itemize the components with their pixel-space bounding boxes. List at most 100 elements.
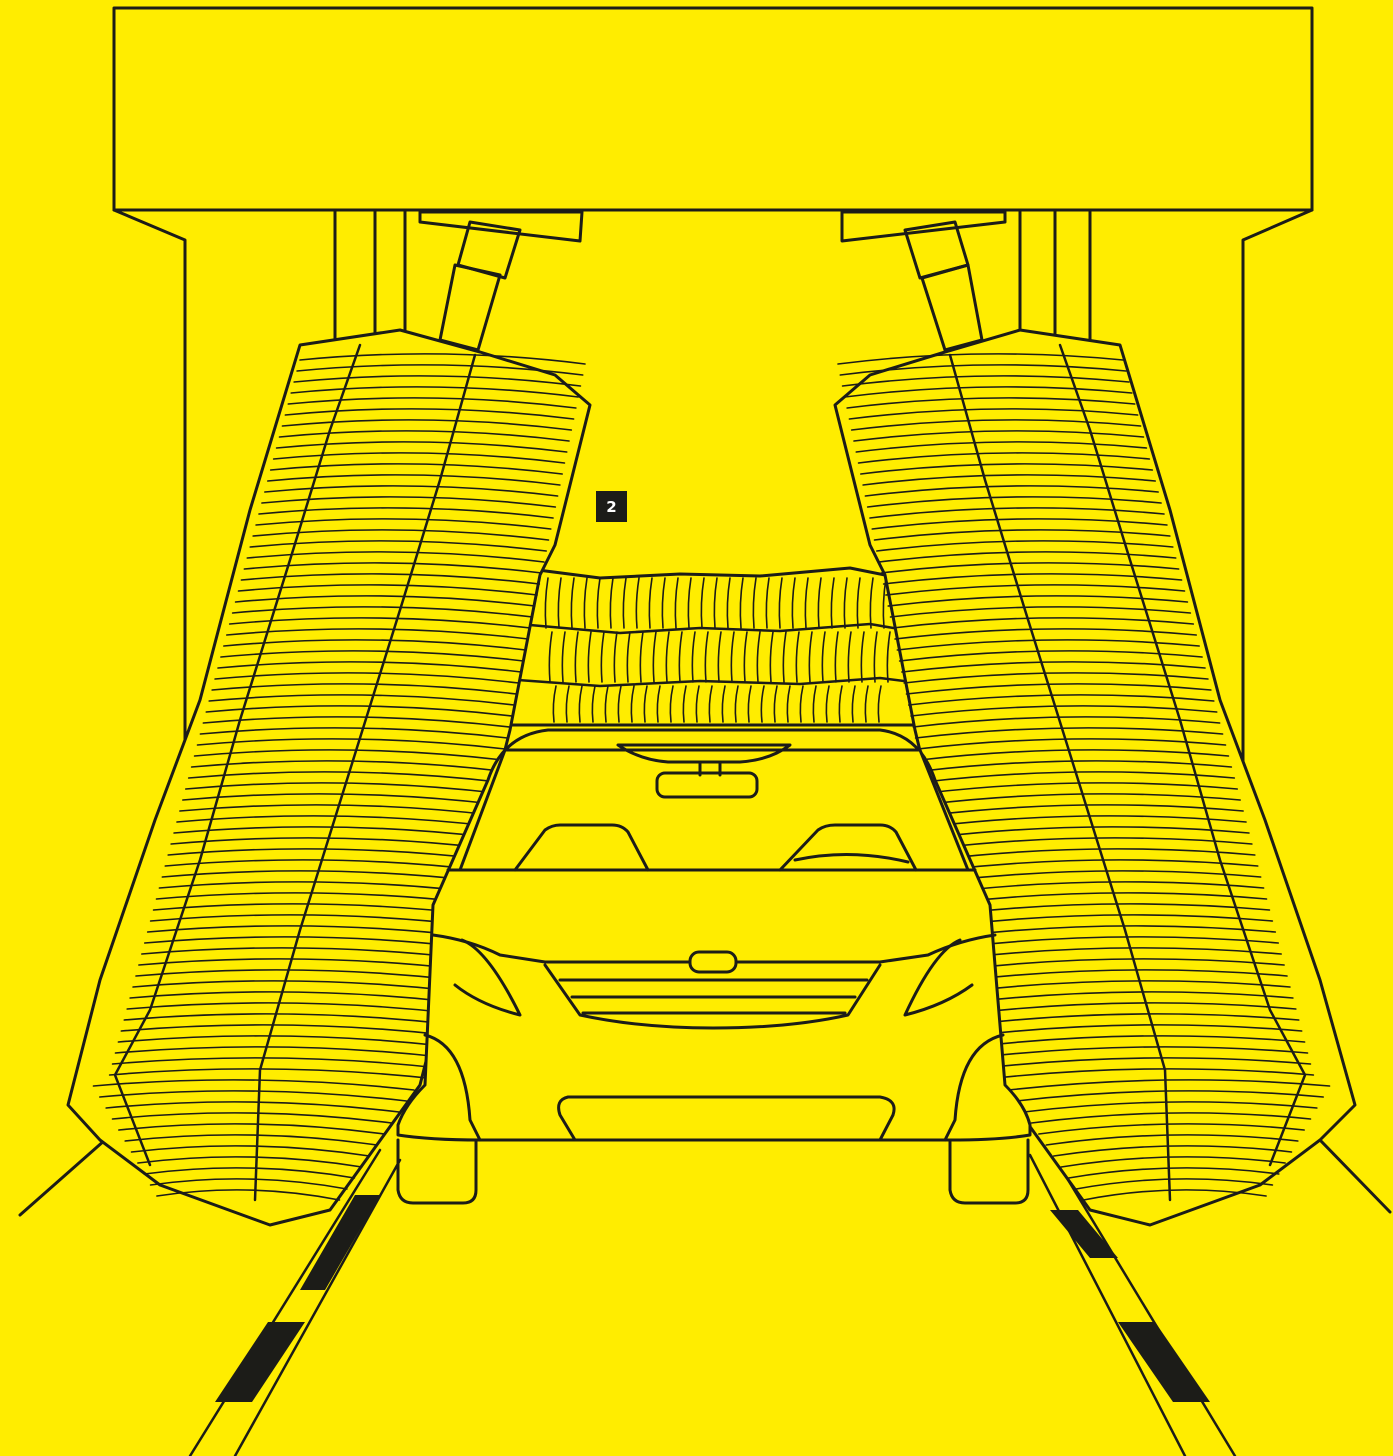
brush-fiber	[161, 870, 479, 882]
brush-fiber	[873, 529, 1171, 541]
brush-fiber	[278, 430, 570, 442]
brush-fiber	[223, 639, 527, 651]
brush-fiber	[92, 1079, 415, 1091]
brush-fiber	[129, 991, 454, 1003]
brush-fiber	[117, 1035, 445, 1047]
brush-fiber	[184, 782, 497, 794]
brush-fiber	[682, 685, 687, 723]
brush-fiber	[839, 364, 1127, 376]
brush-fiber	[583, 577, 588, 629]
brush-fiber	[974, 1013, 1300, 1025]
brush-fiber	[734, 685, 739, 723]
brush-fiber	[958, 936, 1280, 948]
brush-fiber	[135, 969, 458, 981]
brush-fiber	[851, 685, 856, 723]
brush-fiber	[548, 631, 553, 683]
brush-fiber	[130, 1145, 371, 1157]
brush-fiber	[656, 685, 661, 723]
brush-fiber	[99, 1090, 408, 1102]
brush-fiber	[205, 705, 513, 717]
brush-fiber	[578, 685, 583, 723]
brush-fiber	[891, 617, 1195, 629]
brush-fiber	[114, 1046, 442, 1058]
brush-fiber	[848, 408, 1139, 420]
brush-fiber	[876, 540, 1174, 552]
brush-fiber	[937, 837, 1253, 849]
brush-fiber	[1015, 1090, 1324, 1102]
brush-fiber	[910, 705, 1218, 717]
brush-fiber	[609, 577, 614, 629]
brush-fiber	[1038, 1123, 1305, 1135]
brush-fiber	[246, 551, 545, 563]
brush-fiber	[1060, 1156, 1286, 1168]
brush-fiber	[269, 463, 563, 475]
brush-fiber	[713, 577, 718, 629]
brush-fiber	[962, 958, 1285, 970]
brush-fiber	[695, 685, 700, 723]
brush-fiber	[1067, 1167, 1280, 1179]
brush-fiber	[111, 1057, 440, 1069]
brush-fiber	[158, 881, 477, 893]
car-front	[396, 728, 1032, 1205]
brush-fiber	[617, 685, 622, 723]
brush-fiber	[708, 685, 713, 723]
brush-fiber	[841, 375, 1130, 387]
brush-fiber	[123, 1013, 449, 1025]
brush-fiber	[808, 631, 813, 683]
brush-fiber	[817, 577, 822, 629]
brush-fiber	[857, 452, 1151, 464]
brush-fiber	[969, 991, 1294, 1003]
brush-fiber	[1023, 1101, 1318, 1113]
brush-fiber	[561, 631, 566, 683]
brush-fiber	[765, 577, 770, 629]
brush-fiber	[743, 631, 748, 683]
brush-fiber	[726, 577, 731, 629]
brush-fiber	[214, 672, 520, 684]
brush-fiber	[821, 631, 826, 683]
brush-fiber	[252, 529, 550, 541]
brush-fiber	[1052, 1145, 1293, 1157]
brush-fiber	[152, 903, 472, 915]
brush-fiber	[234, 595, 536, 607]
brush-fiber	[1030, 1112, 1312, 1124]
brush-fiber	[255, 518, 552, 530]
brush-fiber	[942, 859, 1259, 871]
brush-fiber	[643, 685, 648, 723]
brush-fiber	[853, 430, 1145, 442]
brush-fiber	[243, 562, 543, 574]
brush-fiber	[791, 577, 796, 629]
brush-fiber	[120, 1024, 447, 1036]
side-brush-left	[66, 328, 592, 1227]
brush-fiber	[565, 685, 570, 723]
brush-fiber	[132, 980, 456, 992]
brush-fiber	[231, 606, 534, 618]
brush-fiber	[730, 631, 735, 683]
brush-fiber	[880, 562, 1180, 574]
brush-fiber	[949, 892, 1268, 904]
brush-fiber	[687, 577, 692, 629]
brush-fiber	[1082, 1189, 1267, 1201]
brush-fiber	[108, 1068, 438, 1080]
brush-fiber	[639, 631, 644, 683]
brush-fiber	[953, 914, 1274, 926]
brush-fiber	[871, 518, 1168, 530]
brush-fiber	[138, 958, 461, 970]
brush-fiber	[626, 631, 631, 683]
brush-fiber	[704, 631, 709, 683]
brush-fiber	[266, 474, 561, 486]
brush-fiber	[778, 577, 783, 629]
brush-fiber	[275, 441, 568, 453]
brush-fiber	[176, 815, 490, 827]
brush-fiber	[652, 631, 657, 683]
brush-fiber	[907, 694, 1215, 706]
brush-fiber	[284, 408, 575, 420]
brush-fiber	[860, 631, 865, 683]
brush-fiber	[894, 628, 1198, 640]
brush-fiber	[199, 727, 509, 739]
brush-fiber	[930, 804, 1244, 816]
side-brush-right	[833, 328, 1357, 1227]
brush-fiber	[118, 1123, 385, 1135]
callout-marker-2: 2	[596, 491, 627, 522]
brush-fiber	[717, 631, 722, 683]
